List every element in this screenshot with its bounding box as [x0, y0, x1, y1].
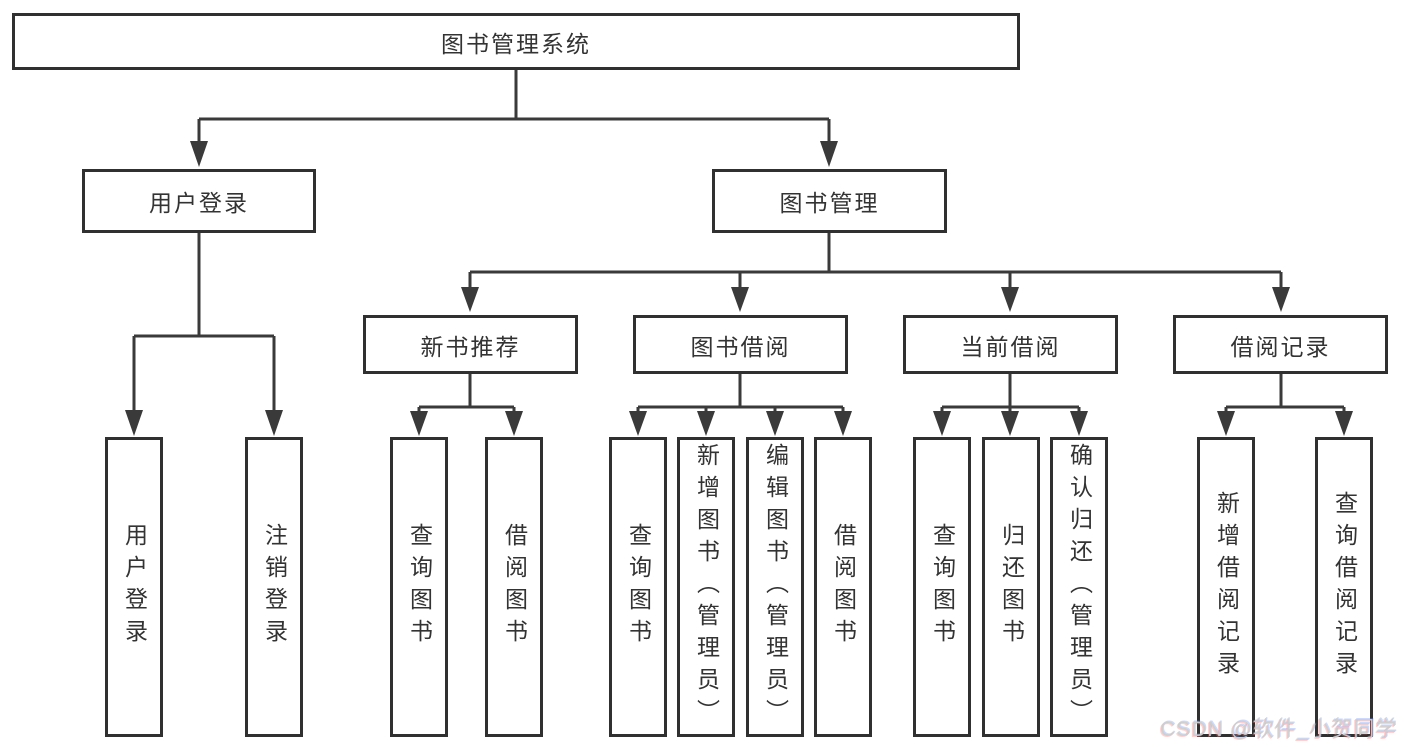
- node-new-book-recommend-label: 新书推荐: [420, 333, 521, 360]
- leaf-query-books-borrow-label: 查询图书: [625, 523, 652, 651]
- leaf-user-login: 用户登录: [105, 437, 163, 737]
- node-current-borrow-label: 当前借阅: [960, 333, 1061, 360]
- leaf-return-books-label: 归还图书: [998, 523, 1025, 651]
- leaf-add-books-admin-label: 新增图书（管理员）: [693, 443, 720, 731]
- connector-root-to-level2: [190, 70, 838, 167]
- connector-book-management-to-level3: [461, 233, 1290, 312]
- leaf-logout: 注销登录: [245, 437, 303, 737]
- leaf-borrow-books-recommend: 借阅图书: [485, 437, 543, 737]
- node-new-book-recommend: 新书推荐: [363, 315, 578, 374]
- leaf-query-books-current-label: 查询图书: [929, 523, 956, 651]
- leaf-query-books-current: 查询图书: [913, 437, 971, 737]
- node-book-management-label: 图书管理: [779, 190, 880, 216]
- leaf-query-borrow-record: 查询借阅记录: [1315, 437, 1373, 737]
- leaf-edit-books-admin: 编辑图书（管理员）: [746, 437, 804, 737]
- leaf-query-books-recommend-label: 查询图书: [406, 523, 433, 651]
- leaf-query-books-borrow: 查询图书: [609, 437, 667, 737]
- node-book-borrow-label: 图书借阅: [690, 333, 791, 360]
- leaf-borrow-books-label: 借阅图书: [830, 523, 857, 651]
- node-borrow-records: 借阅记录: [1173, 315, 1388, 374]
- connector-current-borrow-to-leaves: [933, 374, 1088, 436]
- node-borrow-records-label: 借阅记录: [1230, 333, 1331, 360]
- leaf-borrow-books: 借阅图书: [814, 437, 872, 737]
- csdn-watermark: CSDN @软件_小贺同学: [1160, 718, 1398, 741]
- leaf-borrow-books-recommend-label: 借阅图书: [501, 523, 528, 651]
- node-book-management: 图书管理: [712, 169, 947, 233]
- leaf-confirm-return-admin-label: 确认归还（管理员）: [1066, 443, 1093, 731]
- leaf-add-books-admin: 新增图书（管理员）: [677, 437, 735, 737]
- leaf-query-borrow-record-label: 查询借阅记录: [1331, 491, 1358, 683]
- leaf-add-borrow-record-label: 新增借阅记录: [1213, 491, 1240, 683]
- connector-book-borrow-to-leaves: [629, 374, 852, 436]
- leaf-return-books: 归还图书: [982, 437, 1040, 737]
- leaf-logout-label: 注销登录: [261, 523, 288, 651]
- leaf-edit-books-admin-label: 编辑图书（管理员）: [762, 443, 789, 731]
- connector-new-book-recommend-to-leaves: [410, 374, 523, 436]
- leaf-confirm-return-admin: 确认归还（管理员）: [1050, 437, 1108, 737]
- leaf-user-login-label: 用户登录: [121, 523, 148, 651]
- connector-borrow-records-to-leaves: [1217, 374, 1353, 436]
- leaf-add-borrow-record: 新增借阅记录: [1197, 437, 1255, 737]
- node-user-login-group-label: 用户登录: [149, 190, 249, 216]
- node-root-system-label: 图书管理系统: [441, 30, 591, 57]
- node-root-system: 图书管理系统: [12, 13, 1020, 70]
- leaf-query-books-recommend: 查询图书: [390, 437, 448, 737]
- node-current-borrow: 当前借阅: [903, 315, 1118, 374]
- node-user-login-group: 用户登录: [82, 169, 316, 233]
- connector-user-login-to-leaves: [125, 233, 283, 436]
- node-book-borrow: 图书借阅: [633, 315, 848, 374]
